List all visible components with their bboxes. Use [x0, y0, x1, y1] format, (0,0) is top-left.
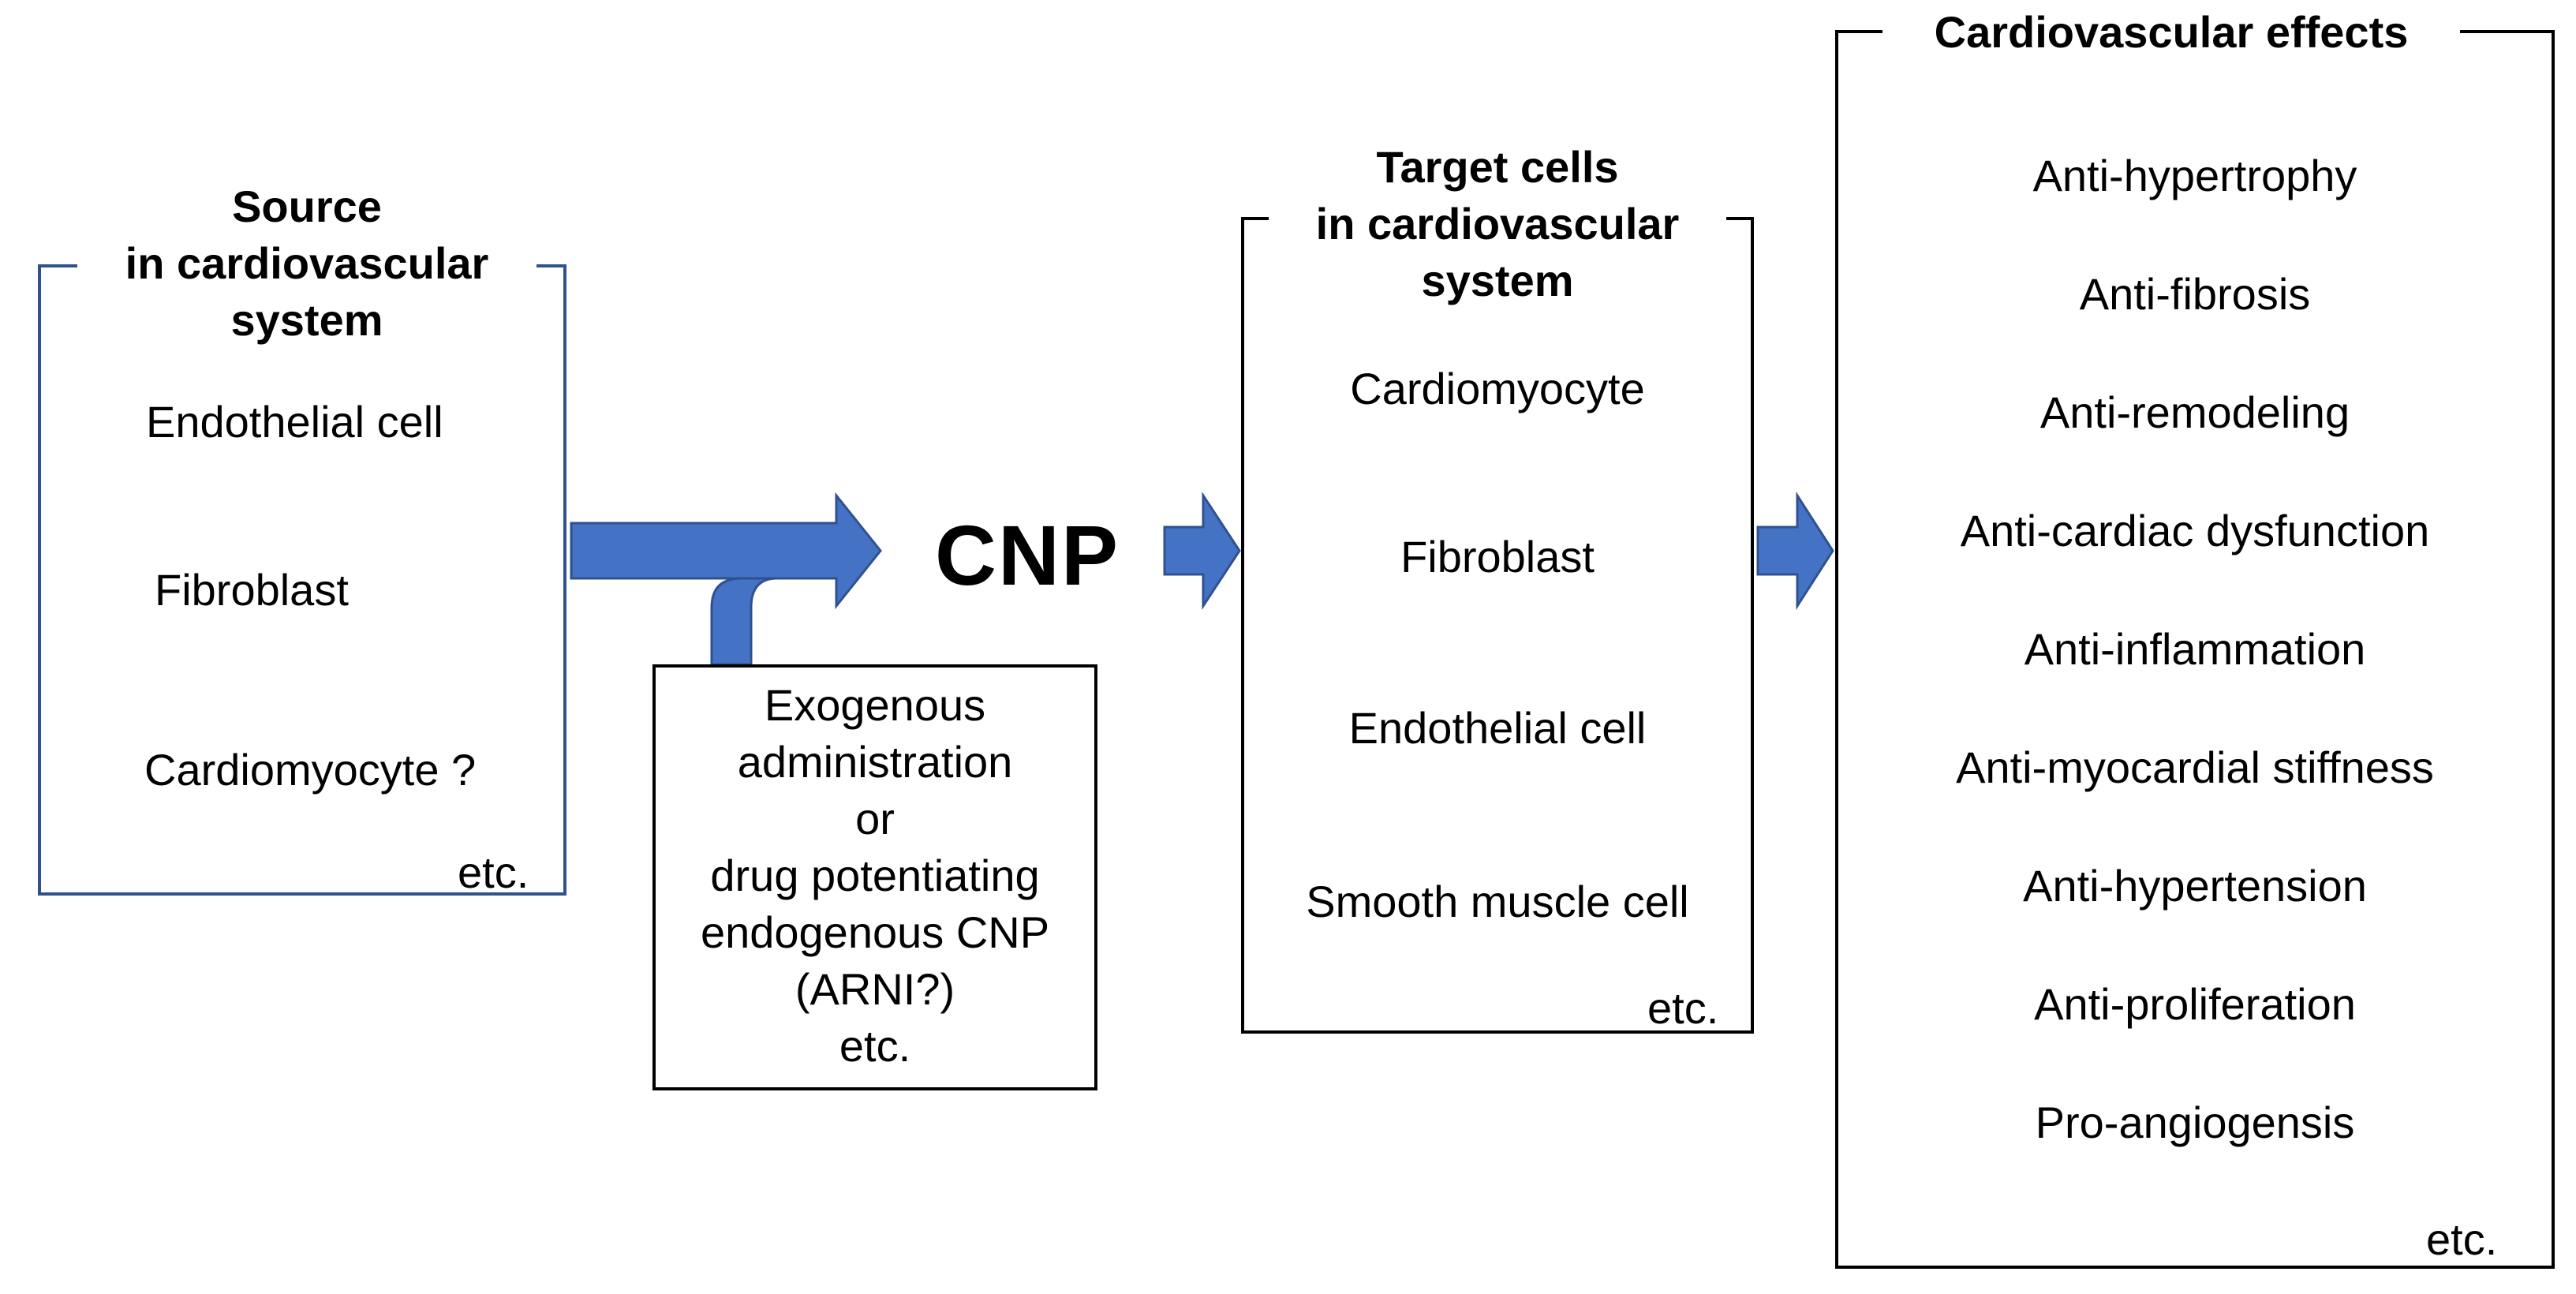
target-heading-line: in cardiovascular: [1315, 199, 1680, 249]
effects-etc: etc.: [2426, 1214, 2498, 1264]
exogenous-box: [652, 664, 1097, 1090]
source-box-top-right-edge: [537, 264, 566, 267]
effect-item: Anti-hypertrophy: [2032, 151, 2357, 200]
exogenous-line: etc.: [839, 1021, 911, 1071]
target-item: Fibroblast: [1400, 532, 1595, 582]
exogenous-text: Exogenous administration or drug potenti…: [652, 677, 1097, 1075]
exogenous-line: or: [855, 794, 895, 843]
effects-box: [1835, 30, 2555, 1269]
target-heading: Target cells in cardiovascular system: [1269, 139, 1726, 309]
exogenous-line: (ARNI?): [794, 964, 955, 1014]
effect-item: Anti-hypertension: [2023, 861, 2367, 911]
target-item: Smooth muscle cell: [1306, 877, 1689, 926]
target-box-top-right-edge: [1726, 217, 1754, 220]
source-to-cnp-arrow: [570, 492, 882, 610]
target-etc: etc.: [1647, 983, 1719, 1033]
effect-item: Pro-angiogensis: [2035, 1098, 2355, 1147]
source-heading-line: system: [230, 295, 383, 345]
target-heading-line: Target cells: [1376, 142, 1619, 192]
effect-item: Anti-myocardial stiffness: [1956, 742, 2434, 792]
source-heading-line: Source: [232, 181, 382, 231]
exogenous-line: Exogenous: [764, 680, 986, 730]
source-item: Cardiomyocyte ?: [144, 745, 477, 795]
exogenous-line: drug potentiating: [710, 851, 1040, 900]
effect-item: Anti-inflammation: [2024, 624, 2366, 674]
exogenous-line: endogenous CNP: [700, 907, 1050, 957]
effect-item: Anti-cardiac dysfunction: [1960, 506, 2430, 555]
effect-item: Anti-proliferation: [2034, 979, 2356, 1029]
source-heading: Source in cardiovascular system: [77, 178, 537, 349]
target-item: Endothelial cell: [1348, 703, 1647, 753]
cnp-label: CNP: [935, 507, 1120, 603]
target-heading-line: system: [1421, 256, 1574, 305]
target-box: [1241, 217, 1754, 1034]
effects-box-top-right-edge: [2460, 30, 2555, 33]
effect-item: Anti-remodeling: [2039, 387, 2350, 437]
target-box-top-left-edge: [1241, 217, 1269, 220]
exogenous-line: administration: [737, 737, 1013, 787]
source-box: [38, 264, 566, 896]
effects-box-top-left-edge: [1835, 30, 1882, 33]
source-box-top-left-edge: [38, 264, 77, 267]
source-heading-line: in cardiovascular: [125, 238, 489, 288]
source-item: Fibroblast: [155, 565, 349, 615]
effect-item: Anti-fibrosis: [2079, 269, 2311, 319]
source-etc: etc.: [458, 847, 529, 897]
cnp-to-target-arrow: [1163, 491, 1241, 611]
target-item: Cardiomyocyte: [1350, 364, 1645, 413]
effects-heading: Cardiovascular effects: [1934, 7, 2409, 57]
target-to-effects-arrow: [1756, 491, 1834, 611]
exogenous-branch-arrow: [710, 577, 778, 666]
source-item: Endothelial cell: [146, 397, 443, 447]
